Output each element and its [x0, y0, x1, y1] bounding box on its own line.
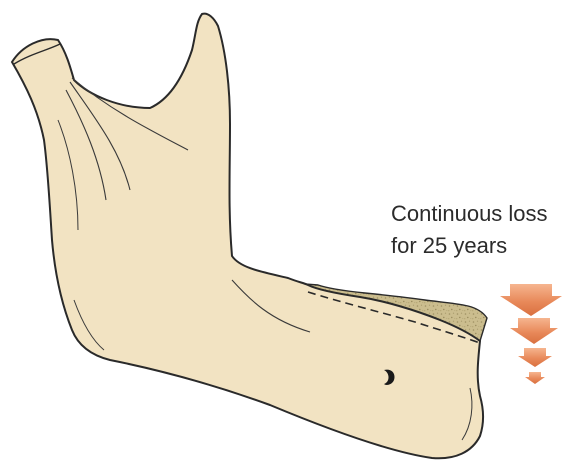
caption-line-1: Continuous loss	[391, 198, 548, 230]
caption-line-2: for 25 years	[391, 230, 548, 262]
down-arrow-icon	[518, 348, 552, 367]
down-arrow-icon	[510, 318, 558, 344]
resorption-caption: Continuous loss for 25 years	[391, 198, 548, 262]
down-arrow-icon	[525, 372, 545, 384]
down-arrow-icon	[500, 284, 562, 316]
